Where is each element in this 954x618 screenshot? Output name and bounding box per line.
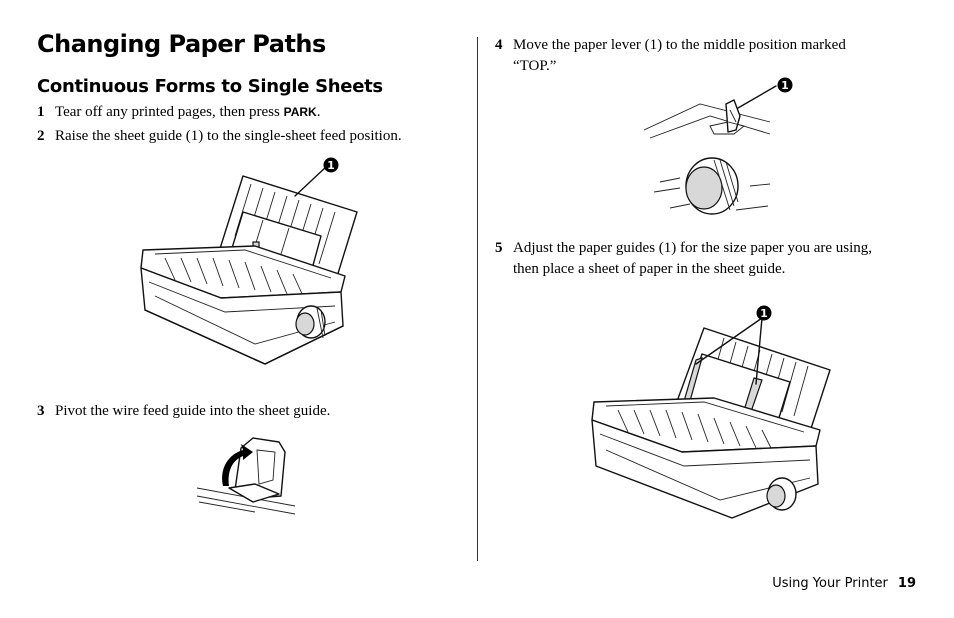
footer-label: Using Your Printer bbox=[772, 576, 888, 591]
paper-lever-illustration bbox=[643, 85, 777, 215]
paper-guides-illustration bbox=[591, 317, 831, 519]
callout-1-icon: 1 bbox=[323, 157, 339, 173]
page-number: 19 bbox=[897, 576, 916, 591]
step-text-line-2: then place a sheet of paper in the sheet… bbox=[513, 261, 786, 277]
step-4: 4 Move the paper lever (1) to the middle… bbox=[495, 35, 925, 79]
step-1: 1 Tear off any printed pages, then press… bbox=[37, 102, 467, 124]
svg-text:1: 1 bbox=[760, 307, 768, 320]
page-footer: Using Your Printer 19 bbox=[772, 576, 916, 591]
section-heading: Continuous Forms to Single Sheets bbox=[37, 76, 383, 97]
printer-sheet-guide-illustration bbox=[140, 165, 358, 365]
column-divider bbox=[477, 37, 478, 561]
step-text: Pivot the wire feed guide into the sheet… bbox=[55, 403, 331, 419]
step-number: 3 bbox=[37, 403, 45, 419]
page-title: Changing Paper Paths bbox=[37, 30, 326, 58]
step-number: 5 bbox=[495, 240, 503, 256]
callout-1-icon: 1 bbox=[756, 305, 772, 321]
step-text-line-1: Adjust the paper guides (1) for the size… bbox=[513, 240, 873, 256]
step-3: 3 Pivot the wire feed guide into the she… bbox=[37, 401, 467, 423]
step-text: Tear off any printed pages, then press P… bbox=[55, 104, 321, 120]
step-text: Raise the sheet guide (1) to the single-… bbox=[55, 128, 402, 144]
step-number: 1 bbox=[37, 104, 45, 120]
step-number: 4 bbox=[495, 37, 503, 53]
step-text-line-2: “TOP.” bbox=[513, 58, 557, 74]
step-2: 2 Raise the sheet guide (1) to the singl… bbox=[37, 126, 467, 148]
step-5: 5 Adjust the paper guides (1) for the si… bbox=[495, 238, 925, 282]
callout-1-icon: 1 bbox=[777, 77, 793, 93]
step-text-line-1: Move the paper lever (1) to the middle p… bbox=[513, 37, 846, 53]
svg-text:1: 1 bbox=[781, 79, 789, 92]
park-key-label: PARK bbox=[283, 105, 317, 119]
svg-text:1: 1 bbox=[327, 159, 335, 172]
step-number: 2 bbox=[37, 128, 45, 144]
wire-feed-guide-illustration bbox=[196, 437, 296, 515]
